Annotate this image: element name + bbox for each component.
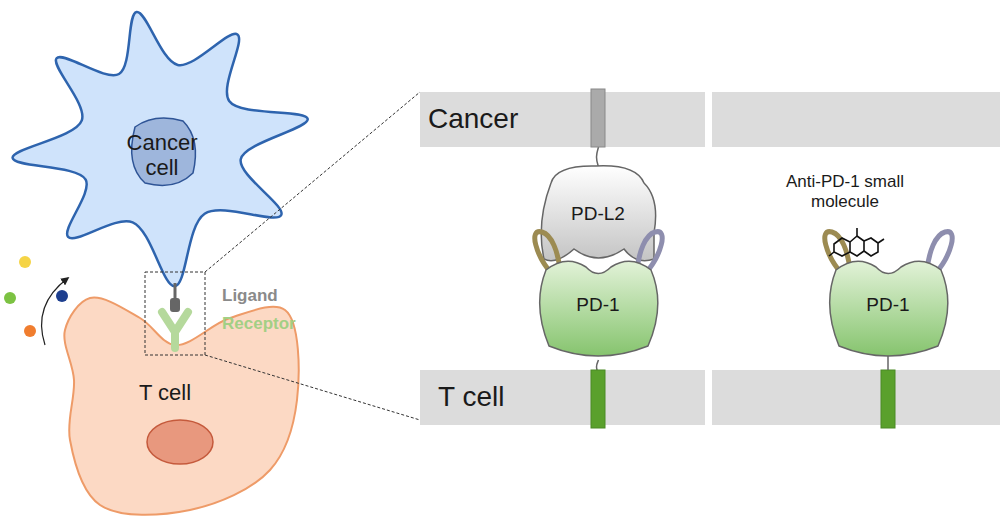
node-label: PD-L2 <box>571 203 625 225</box>
node-label: T cell <box>139 380 191 405</box>
illustration-part <box>4 292 16 304</box>
illustration-part <box>145 272 205 355</box>
illustration-part <box>420 92 705 147</box>
illustration-part <box>420 370 705 425</box>
illustration-part <box>834 238 850 256</box>
node-shape: PD-1 <box>536 250 661 360</box>
illustration-part <box>19 256 31 268</box>
illustration-part <box>205 92 420 272</box>
node-label: Cancer <box>428 103 518 135</box>
illustration-part <box>591 370 605 428</box>
annotation-label: Anti-PD-1 small molecule <box>770 172 920 211</box>
illustration-part <box>541 166 655 261</box>
illustration-part <box>712 370 1000 425</box>
illustration-part <box>56 290 68 302</box>
text-holder: PD-1 <box>848 290 928 320</box>
illustration-part <box>24 325 36 337</box>
node-label: PD-1 <box>866 294 909 316</box>
text-holder: Cancer cell <box>109 123 215 187</box>
text-holder: T cell <box>438 370 588 425</box>
node-shape: Cancer cell <box>5 5 325 295</box>
illustration-part <box>170 298 180 312</box>
illustration-part <box>881 370 895 428</box>
node-label: Cancer cell <box>109 130 215 181</box>
illustration-part <box>830 261 948 356</box>
illustration-part <box>591 89 605 147</box>
node-shape: PD-1 <box>826 250 951 360</box>
text-holder: PD-1 <box>558 290 638 320</box>
illustration-part <box>829 239 884 256</box>
annotation-label: Receptor <box>222 314 332 334</box>
node-shape: T cell <box>420 370 705 425</box>
illustration-part <box>13 12 308 286</box>
illustration-part <box>147 420 213 464</box>
illustration-part <box>540 261 658 356</box>
node-label: PD-1 <box>576 294 619 316</box>
annotation-label: Ligand <box>222 286 312 306</box>
illustration-part <box>857 228 878 256</box>
illustration-part <box>162 312 188 348</box>
illustration-part <box>850 236 864 256</box>
text-holder: T cell <box>125 378 205 408</box>
node-label: T cell <box>438 381 504 413</box>
text-holder: PD-L2 <box>558 199 638 229</box>
illustration-part <box>205 355 420 420</box>
node-shape: Cancer <box>420 92 705 147</box>
illustration-part <box>712 92 1000 147</box>
illustration-part <box>829 228 884 256</box>
text-holder: Cancer <box>428 92 578 147</box>
tether-line <box>597 147 599 167</box>
node-shape: PD-L2 <box>536 163 661 273</box>
